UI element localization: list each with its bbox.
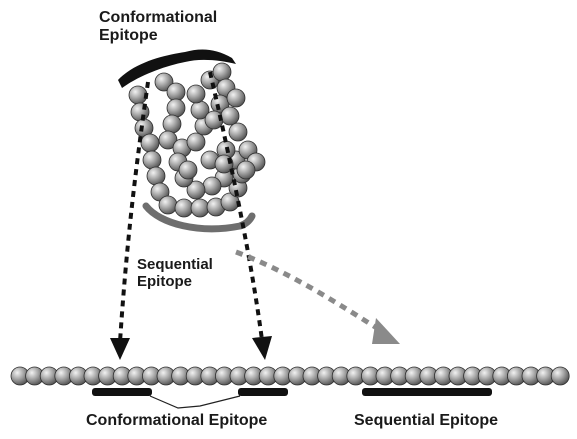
- protein-bead: [175, 199, 193, 217]
- protein-bead: [159, 196, 177, 214]
- linear-chain: [11, 367, 569, 385]
- protein-bead: [143, 151, 161, 169]
- protein-bead: [227, 89, 245, 107]
- conformational-epitope-bar-left: [92, 388, 152, 396]
- protein-bead: [213, 63, 231, 81]
- arrow-conformational-right-head: [252, 336, 272, 360]
- protein-bead: [141, 134, 159, 152]
- protein-bead: [221, 107, 239, 125]
- arrow-sequential-head: [372, 318, 400, 344]
- label-line: Epitope: [99, 27, 217, 45]
- protein-bead: [187, 133, 205, 151]
- label-line: Sequential: [137, 256, 213, 273]
- arrow-sequential: [236, 252, 380, 330]
- protein-bead: [179, 161, 197, 179]
- conformational-epitope-label-bottom: Conformational Epitope: [86, 412, 267, 430]
- protein-bead: [163, 115, 181, 133]
- arrow-conformational-left-head: [110, 338, 130, 360]
- sequential-epitope-label: Sequential Epitope: [137, 256, 213, 291]
- protein-bead: [187, 85, 205, 103]
- label-line: Conformational: [99, 9, 217, 27]
- protein-bead: [237, 161, 255, 179]
- protein-bead: [229, 123, 247, 141]
- protein-bead: [167, 83, 185, 101]
- chain-bead: [551, 367, 569, 385]
- sequential-epitope-bar: [362, 388, 492, 396]
- protein-bead: [191, 199, 209, 217]
- conformational-epitope-bar-right: [238, 388, 288, 396]
- protein-bead: [147, 167, 165, 185]
- conformational-epitope-label-top: Conformational Epitope: [99, 9, 217, 46]
- protein-bead: [167, 99, 185, 117]
- protein-bead: [203, 177, 221, 195]
- conformational-bracket-line: [150, 396, 240, 408]
- epitope-bars: [92, 388, 492, 408]
- label-line: Epitope: [137, 273, 213, 290]
- sequential-epitope-label-bottom: Sequential Epitope: [354, 412, 498, 430]
